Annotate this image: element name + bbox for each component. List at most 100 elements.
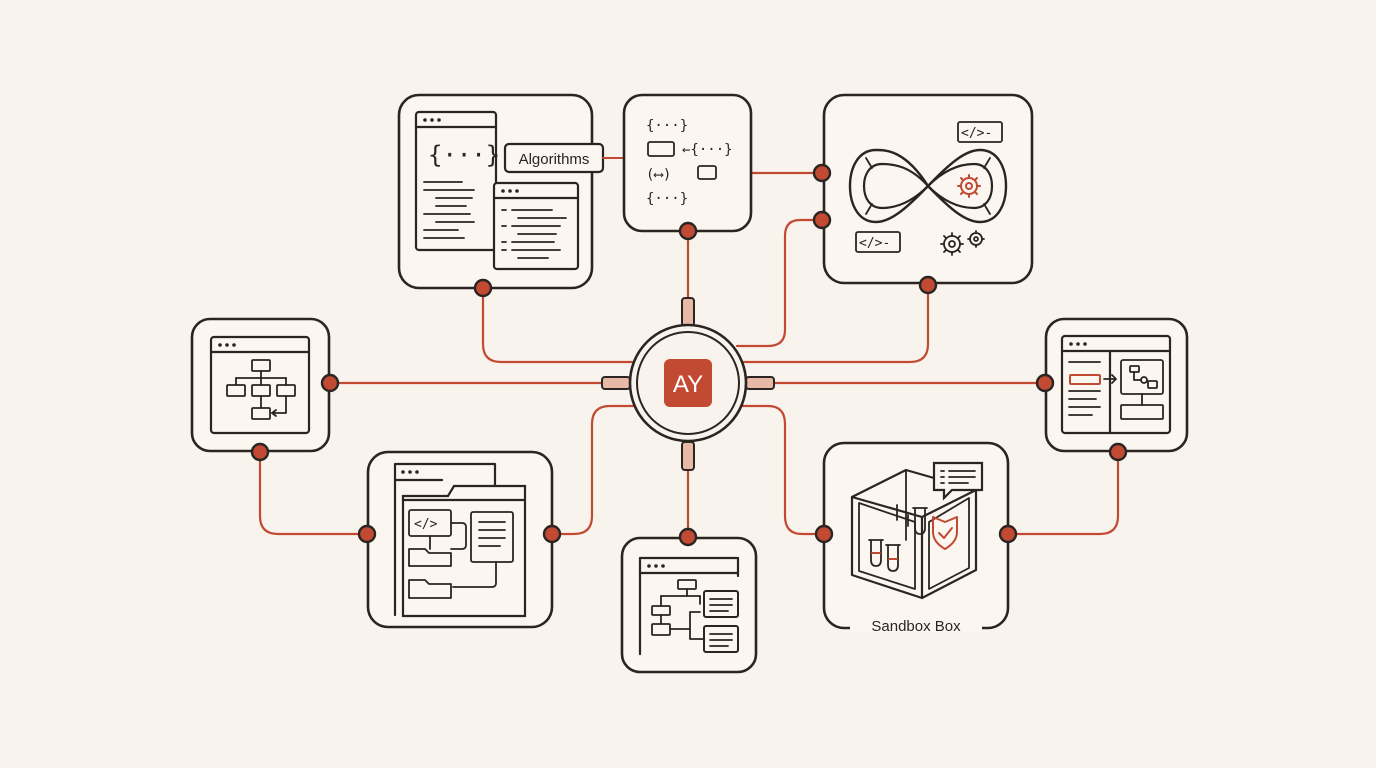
flowchart-window-icon: [190, 317, 331, 453]
folder-icon: [408, 579, 452, 599]
folder-window: [401, 484, 527, 618]
connection-dot: [1035, 373, 1055, 393]
flow-step-box: [647, 141, 675, 157]
code-tag-top: </>-: [961, 126, 992, 141]
accent-gear-icon: [957, 174, 981, 198]
connection-dot: [678, 527, 698, 547]
folder-tree-window-icon: </>: [366, 450, 554, 629]
infinity-segment-ticks: [865, 157, 991, 215]
window-dot-icon: [430, 118, 434, 122]
split-view-window-icon: [1044, 317, 1189, 453]
hub-stub-top: [681, 297, 695, 327]
code-tag-top-box: [957, 121, 1003, 143]
open-box-icon: [850, 468, 978, 600]
split-view-window: [1060, 334, 1172, 435]
window-dot-icon: [661, 564, 665, 568]
code-editor-window-icon: {···} Algorithms: [397, 93, 639, 290]
hub-stub-bottom: [681, 441, 695, 471]
window-dot-icon: [423, 118, 427, 122]
window-dot-icon: [408, 470, 412, 474]
sandbox-label-backdrop: [850, 608, 982, 632]
connection-dot: [542, 524, 562, 544]
connection-dot: [678, 221, 698, 241]
connection-dots: [250, 163, 1128, 547]
flow-braces-top: {···}: [646, 118, 688, 134]
document-lines: [478, 521, 506, 547]
infinity-inner-icon: [862, 162, 994, 210]
algorithms-label: Algorithms: [519, 151, 590, 168]
flowchart-diagram-icon: [226, 359, 296, 420]
sandbox-label: Sandbox Box: [871, 618, 961, 635]
box-front-left: [850, 495, 924, 600]
code-tag-bottom-box: [855, 231, 901, 253]
algorithms-flow-card: [622, 93, 753, 233]
code-braces-glyph: {···}: [428, 141, 500, 169]
hub-inner-ring: [636, 331, 740, 435]
connection-dot: [998, 524, 1018, 544]
hierarchy-diagram-window-icon: [620, 536, 758, 674]
connection-dot: [320, 373, 340, 393]
connection-dot: [473, 278, 493, 298]
shield-icon: [932, 516, 958, 550]
split-preview-diagram-icon: [1129, 365, 1158, 389]
hierarchy-branch: [689, 628, 705, 640]
window-dot-icon: [647, 564, 651, 568]
connector-flowchart-folders: [258, 450, 369, 536]
connection-dot: [1108, 442, 1128, 462]
window-dot-icon: [1069, 342, 1073, 346]
flow-arrow-braces: ←{···}: [682, 142, 733, 158]
devops-infinity-loop-icon: </>- </>-: [822, 93, 1034, 285]
hierarchy-window-outline: [638, 556, 740, 656]
window-dot-icon: [401, 470, 405, 474]
folder-icon: [408, 548, 452, 567]
split-view-card: [1044, 317, 1189, 453]
flowchart-window: [209, 335, 311, 435]
speech-bubble-lines: [940, 470, 976, 484]
code-tag-glyph: </>: [414, 517, 438, 532]
window-dot-icon: [437, 118, 441, 122]
flow-paren-arrow: (⟷): [646, 167, 671, 183]
window-dot-icon: [515, 189, 519, 193]
window-dot-icon: [1083, 342, 1087, 346]
box-front-right: [920, 488, 978, 600]
connector-sandbox-hub: [740, 404, 826, 536]
window-dot-icon: [1076, 342, 1080, 346]
algorithms-flow-panel: {···} ←{···} (⟷) {···}: [622, 93, 753, 233]
hub-logo-tile: [664, 359, 712, 407]
folder-tree-branches: [429, 522, 497, 588]
hub-stub-left: [601, 376, 631, 390]
hierarchy-tree-icon: [651, 579, 701, 636]
flow-braces-bottom: {···}: [646, 191, 688, 207]
devops-card: [822, 93, 1034, 285]
sandbox-box-icon: Sandbox Box: [822, 441, 1010, 635]
hierarchy-doc-bottom: [703, 625, 739, 653]
connection-dot: [918, 275, 938, 295]
connection-dot: [250, 442, 270, 462]
central-hub: AY: [601, 297, 775, 471]
connector-code-window-hub: [481, 286, 634, 364]
split-arrow-icon: [1103, 374, 1117, 384]
highlighted-field: [1069, 374, 1101, 385]
front-code-lines: [501, 209, 567, 259]
connector-devops-bottom-hub: [742, 283, 930, 364]
connection-dot: [812, 210, 832, 230]
connection-dot: [814, 524, 834, 544]
window-dot-icon: [232, 343, 236, 347]
hierarchy-doc-top-lines: [709, 598, 733, 612]
editor-window-back: [414, 110, 498, 252]
document-icon: [470, 511, 514, 563]
checkmark-icon: [938, 527, 953, 539]
hub-logo-text: AY: [673, 371, 703, 398]
window-dot-icon: [218, 343, 222, 347]
connector-devops-left-hub: [735, 218, 824, 348]
hub-stub-right: [745, 376, 775, 390]
connector-sandbox-splitview: [1006, 450, 1120, 536]
connection-dot: [812, 163, 832, 183]
window-dot-icon: [501, 189, 505, 193]
test-tubes-icon: [868, 504, 928, 572]
back-window-outline: [393, 462, 497, 617]
hierarchy-doc-top: [703, 590, 739, 618]
hierarchy-doc-bottom-lines: [709, 633, 733, 647]
window-dot-icon: [225, 343, 229, 347]
connection-dot: [357, 524, 377, 544]
